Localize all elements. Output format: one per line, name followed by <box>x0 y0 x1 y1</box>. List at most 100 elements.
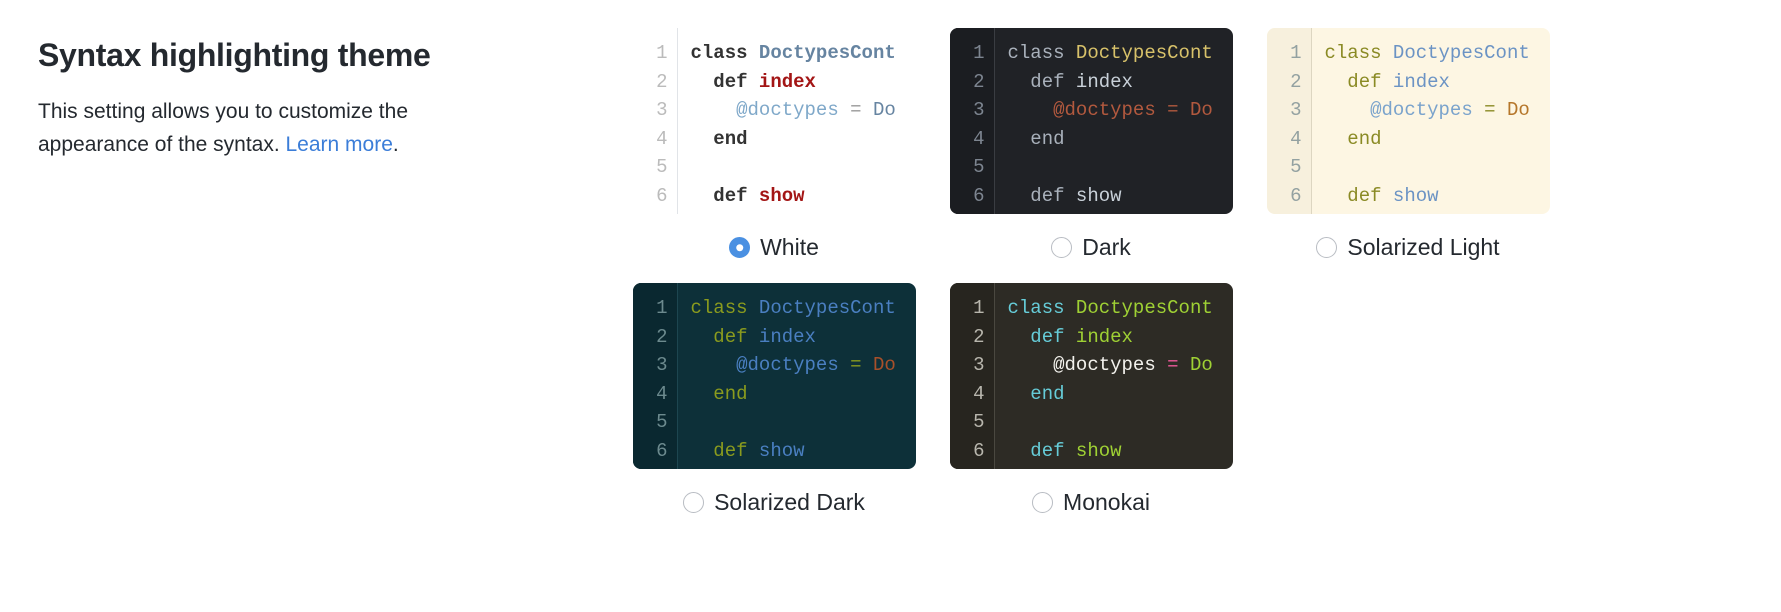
description-text-before-link: This setting allows you to customize the… <box>38 100 409 156</box>
code-token-kw: def <box>1007 70 1076 93</box>
code-token-kw: class <box>690 42 759 64</box>
line-number: 3 <box>973 354 985 377</box>
line-number: 4 <box>656 382 668 405</box>
theme-radio-row-white[interactable]: White <box>729 234 819 261</box>
code-line: def index <box>691 323 916 352</box>
code-token-cls: DoctypesCont <box>758 42 896 64</box>
theme-radio-row-dark[interactable]: Dark <box>1051 234 1131 261</box>
code-line: def index <box>1325 68 1550 97</box>
code-lines: class DoctypesCont def index @doctypes =… <box>993 28 1233 214</box>
code-line: def index <box>691 68 916 97</box>
code-token-fn: show <box>1075 439 1122 462</box>
code-token-konst: Do <box>1189 354 1213 377</box>
code-token-plain <box>691 99 737 121</box>
code-token-kw: def <box>690 184 759 207</box>
learn-more-link[interactable]: Learn more <box>285 132 393 156</box>
code-line: @doctypes = Do <box>691 96 916 125</box>
code-line <box>1008 408 1233 437</box>
code-line: class DoctypesCont <box>691 294 916 323</box>
line-number: 1 <box>973 297 985 319</box>
code-token-fn: show <box>1392 184 1439 207</box>
code-token-cls: DoctypesCont <box>1075 297 1213 319</box>
code-token-fn: index <box>1392 70 1450 93</box>
code-token-cls: DoctypesCont <box>1075 42 1213 64</box>
code-token-kw: class <box>1007 297 1076 319</box>
code-token-konst: Do <box>872 354 896 377</box>
code-lines: class DoctypesCont def index @doctypes =… <box>676 283 916 469</box>
line-number: 2 <box>656 70 668 93</box>
code-token-ivar: @doctypes <box>736 99 839 122</box>
code-token-op: = <box>1155 99 1190 122</box>
code-token-fn: show <box>758 439 805 462</box>
code-token-fn: index <box>1075 325 1133 348</box>
theme-options-grid: 1 2 3 4 5 6 class DoctypesCont def index @doct… <box>616 28 1781 538</box>
code-token-cls: DoctypesCont <box>1392 42 1530 64</box>
code-token-cls: DoctypesCont <box>758 297 896 319</box>
code-line: end <box>1325 125 1550 154</box>
line-number: 6 <box>973 439 985 462</box>
radio-button-solarized-dark[interactable] <box>683 492 705 513</box>
code-token-ivar: @doctypes <box>1053 99 1156 122</box>
setting-description: This setting allows you to customize the… <box>38 96 508 161</box>
code-token-kw: def <box>1007 439 1076 462</box>
line-number: 4 <box>1290 127 1302 150</box>
theme-radio-row-monokai[interactable]: Monokai <box>1032 489 1150 516</box>
description-text-after-link: . <box>392 132 399 156</box>
line-number: 5 <box>973 156 985 179</box>
code-line: def show <box>1325 182 1550 211</box>
line-number: 6 <box>1290 184 1302 207</box>
code-line <box>1325 153 1550 182</box>
code-line <box>691 408 916 437</box>
line-number: 4 <box>656 127 668 150</box>
code-token-fn: index <box>1075 70 1133 93</box>
code-token-plain <box>1008 99 1054 121</box>
code-token-fn: show <box>758 184 805 207</box>
code-token-ivar: @doctypes <box>736 354 839 377</box>
theme-radio-row-solarized-dark[interactable]: Solarized Dark <box>683 489 865 516</box>
code-line: def show <box>691 437 916 466</box>
code-token-kw: end <box>690 382 748 405</box>
code-line: class DoctypesCont <box>1008 39 1233 68</box>
code-line: @doctypes = Do <box>691 351 916 380</box>
code-token-op: = <box>1472 99 1507 122</box>
line-number: 3 <box>973 99 985 122</box>
radio-button-solarized-light[interactable] <box>1316 237 1338 258</box>
code-token-konst: Do <box>872 99 896 122</box>
line-number: 1 <box>973 42 985 64</box>
code-token-plain <box>1008 354 1054 376</box>
code-line: class DoctypesCont <box>691 39 916 68</box>
code-token-op: = <box>838 99 873 122</box>
line-number: 3 <box>1290 99 1302 122</box>
line-number: 5 <box>973 411 985 434</box>
code-token-kw: def <box>1324 184 1393 207</box>
line-number: 5 <box>656 411 668 434</box>
code-token-kw: class <box>690 297 759 319</box>
radio-button-white[interactable] <box>729 237 751 258</box>
line-number: 6 <box>973 184 985 207</box>
code-token-plain <box>1325 99 1371 121</box>
radio-button-dark[interactable] <box>1051 237 1073 258</box>
radio-button-monokai[interactable] <box>1032 492 1054 513</box>
code-token-kw: class <box>1007 42 1076 64</box>
code-token-kw: def <box>690 439 759 462</box>
theme-radio-row-solarized-light[interactable]: Solarized Light <box>1316 234 1500 261</box>
code-line: class DoctypesCont <box>1008 294 1233 323</box>
code-token-kw: def <box>1324 70 1393 93</box>
code-line: @doctypes = Do <box>1008 96 1233 125</box>
line-number: 6 <box>656 439 668 462</box>
code-token-konst: Do <box>1506 99 1530 122</box>
